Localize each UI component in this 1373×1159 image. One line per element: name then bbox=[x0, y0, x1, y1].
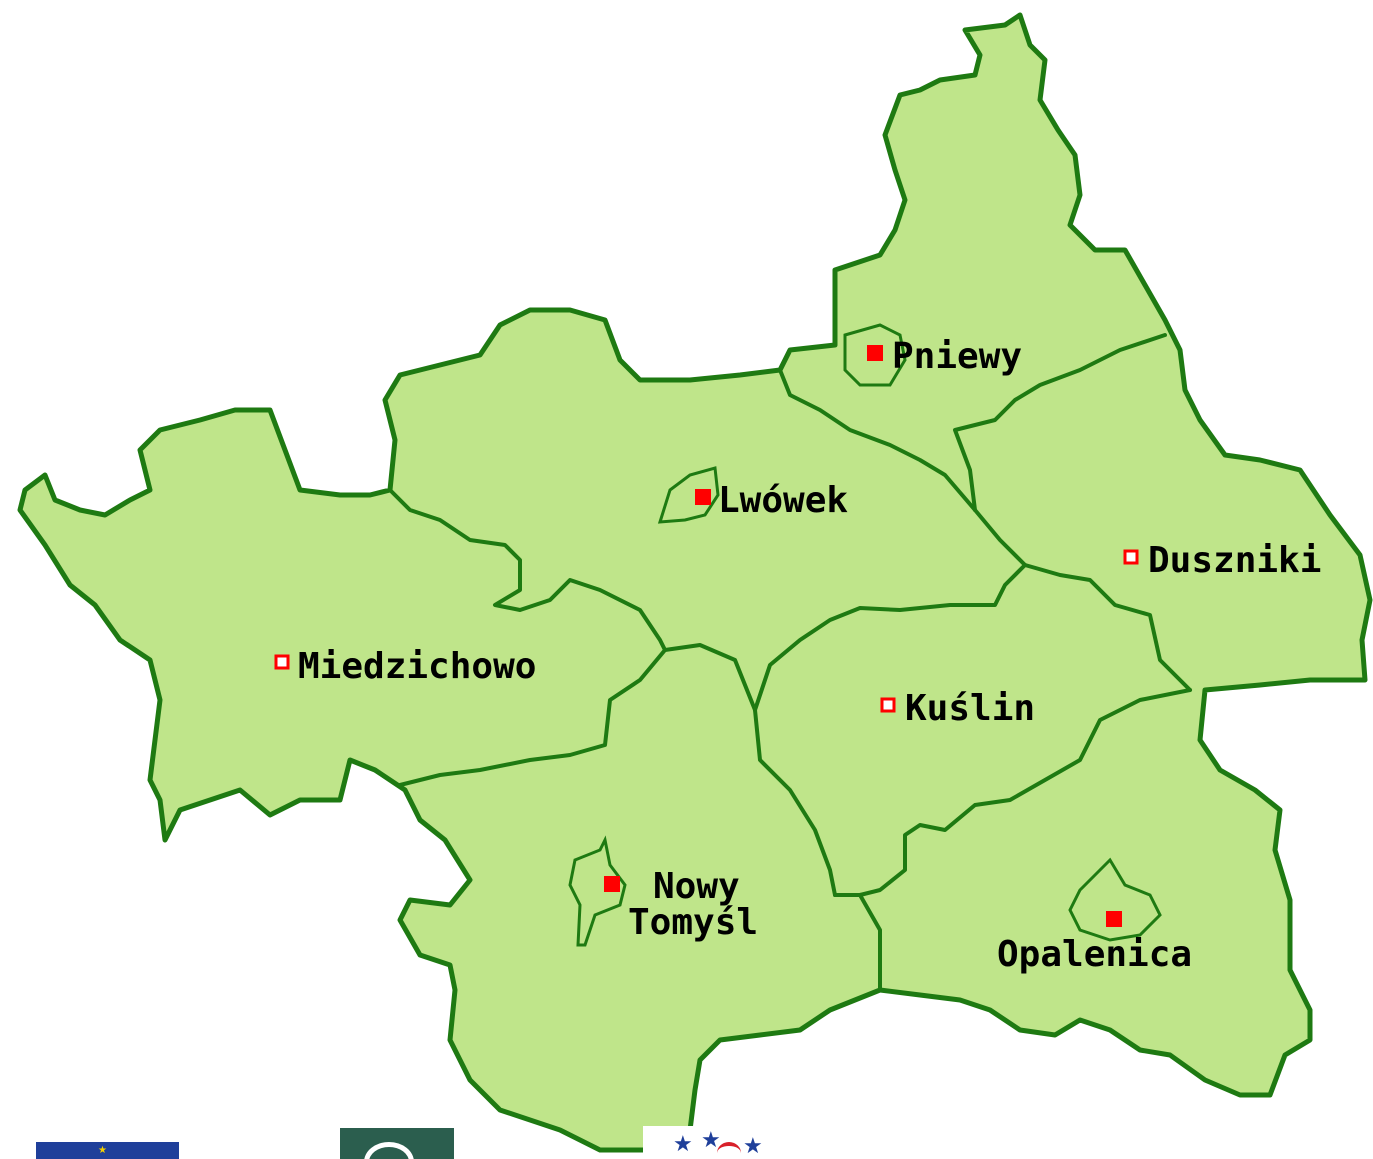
town-label-pniewy: Pniewy bbox=[892, 336, 1022, 377]
town-outline-nowytomysl bbox=[568, 835, 627, 947]
town-outline-opalenica bbox=[1068, 857, 1162, 942]
town-label-lwowek: Lwówek bbox=[718, 480, 848, 521]
blue-star-icon: ★ bbox=[743, 1134, 763, 1159]
town-marker-5 bbox=[880, 697, 896, 713]
town-label-kuslin: Kuślin bbox=[905, 688, 1035, 729]
eu-flag-logo: ★ bbox=[36, 1142, 179, 1159]
town-label-miedzichowo: Miedzichowo bbox=[298, 646, 536, 687]
town-marker-3 bbox=[1123, 549, 1139, 565]
town-outline-lwowek bbox=[657, 466, 720, 524]
eu-star-icon: ★ bbox=[98, 1145, 107, 1156]
town-label-duszniki: Duszniki bbox=[1148, 540, 1321, 581]
stars-logo: ★ ★ ★ bbox=[643, 1126, 793, 1159]
town-marker-8 bbox=[1106, 911, 1122, 927]
border-nowytomysl-opalenica bbox=[858, 893, 882, 992]
border-miedzichowo-lwowek bbox=[388, 488, 667, 652]
town-label-nowy: Nowy bbox=[653, 866, 740, 907]
town-marker-6 bbox=[604, 876, 620, 892]
border-lwowek-pniewy bbox=[778, 368, 1027, 567]
red-swoosh-icon bbox=[717, 1142, 741, 1159]
town-marker-4 bbox=[274, 654, 290, 670]
town-marker-2 bbox=[695, 489, 711, 505]
border-pniewy-duszniki bbox=[953, 333, 1167, 512]
blue-star-icon: ★ bbox=[673, 1132, 693, 1157]
leader-swoosh-icon bbox=[364, 1142, 414, 1159]
border-lwowek-nowytomysl bbox=[663, 643, 757, 712]
border-kuslin-opalenica bbox=[833, 688, 1192, 897]
county-outline bbox=[17, 12, 1373, 1153]
border-miedzichowo-south bbox=[398, 648, 667, 787]
town-marker-1 bbox=[867, 345, 883, 361]
town-label-opalenica: Opalenica bbox=[997, 934, 1192, 975]
border-duszniki-kuslin bbox=[1023, 563, 1192, 692]
town-label-tomysl: Tomyśl bbox=[628, 902, 758, 943]
border-nowytomysl-kuslin bbox=[753, 708, 837, 897]
blue-star-icon: ★ bbox=[701, 1128, 721, 1153]
markers bbox=[274, 345, 1139, 927]
border-lwowek-kuslin bbox=[753, 563, 1027, 712]
leader-logo bbox=[340, 1128, 454, 1159]
